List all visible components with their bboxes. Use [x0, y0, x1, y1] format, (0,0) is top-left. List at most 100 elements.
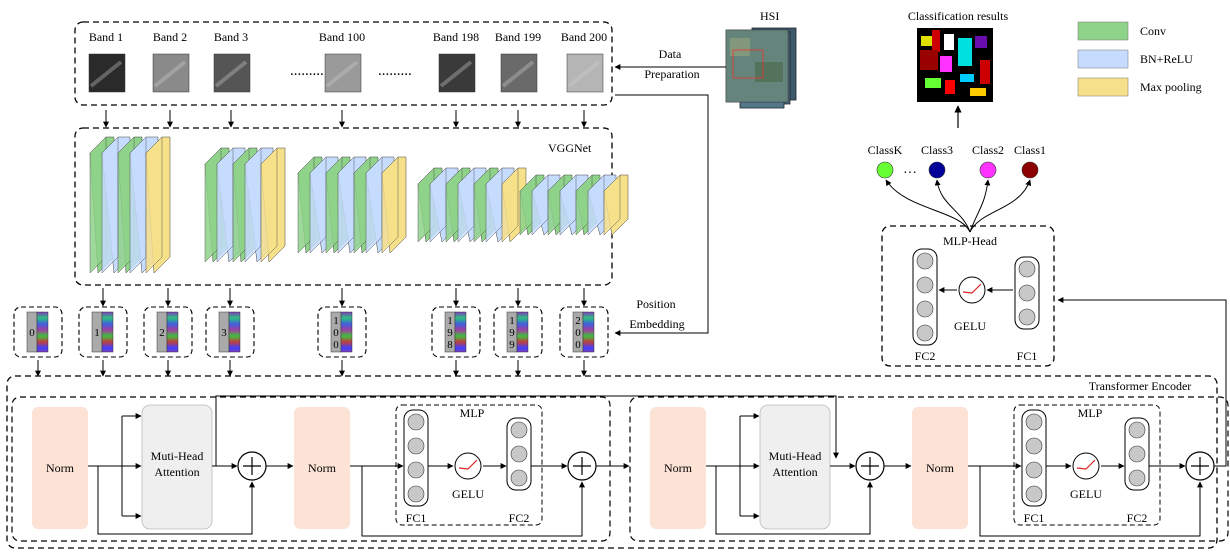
encoder-block: [11, 396, 611, 542]
band-label: Band 200: [561, 30, 607, 44]
norm-layer: [912, 407, 968, 529]
mlp-label: MLP: [460, 406, 485, 420]
legend-label: Max pooling: [1140, 80, 1202, 94]
token-box: [431, 306, 481, 358]
neuron: [1018, 308, 1036, 326]
position-embedding-line1: Position: [636, 297, 675, 311]
vgg-label: VGGNet: [548, 141, 592, 155]
token-box: [317, 306, 367, 358]
token-index-digit: 0: [575, 327, 581, 339]
mlp-head-gelu: GELU: [954, 319, 986, 333]
token-to-encoder-arrows: [35, 360, 587, 377]
mlp-box: [395, 404, 543, 526]
feature-vector: [36, 311, 49, 353]
norm-label: Norm: [308, 461, 337, 475]
neuron: [1025, 485, 1043, 503]
neuron: [1025, 461, 1043, 479]
norm-label: Norm: [46, 461, 75, 475]
token-box: [78, 306, 128, 358]
token-index-digit: 1: [509, 315, 515, 327]
token-index-digit: 0: [575, 339, 581, 351]
fc-layer: [912, 248, 938, 346]
position-embedding-arrow: [614, 94, 709, 336]
neuron: [407, 413, 425, 431]
norm-label: Norm: [926, 461, 955, 475]
band-texture: [214, 60, 248, 88]
neuron: [510, 445, 528, 463]
mlp-fc2-label: FC2: [1127, 511, 1148, 525]
neuron: [407, 461, 425, 479]
band-image: [566, 53, 604, 93]
mlp-head-layers: [912, 248, 1040, 346]
feature-vector: [340, 311, 353, 353]
gelu-icon: [958, 276, 986, 304]
gelu-curve: [1076, 459, 1096, 470]
band-image: [324, 53, 362, 93]
neuron: [1018, 260, 1036, 278]
neuron: [916, 276, 934, 294]
class-node: [928, 161, 946, 179]
vgg-slab-side: [309, 156, 327, 254]
token-index-digit: 1: [333, 315, 339, 327]
encoder-block: [629, 396, 1229, 542]
mlp-head-fc2: FC2: [915, 349, 936, 363]
mlp-box: [1013, 404, 1161, 526]
band-texture: [325, 60, 359, 88]
neuron: [1025, 413, 1043, 431]
data-prep-line1: Data: [659, 47, 682, 61]
neuron: [1128, 421, 1146, 439]
token-box: [559, 306, 609, 358]
token-index-digit: 9: [509, 327, 515, 339]
mlp-head-title: MLP-Head: [943, 234, 997, 248]
gelu-curve: [962, 283, 982, 294]
feature-vector: [454, 311, 467, 353]
neuron: [510, 469, 528, 487]
transformer-encoder-box: [6, 375, 1218, 549]
band-texture: [153, 60, 187, 88]
band-texture: [89, 60, 123, 88]
band-image: [152, 53, 190, 93]
feature-vector: [101, 311, 114, 353]
norm-layer: [294, 407, 350, 529]
token-box: [13, 306, 63, 358]
legend-label: Conv: [1140, 24, 1166, 38]
feature-vector: [166, 311, 179, 353]
class-node: [979, 161, 997, 179]
gelu-icon: [454, 452, 482, 480]
band-label: Band 2: [153, 30, 187, 44]
gelu-curve: [458, 459, 478, 470]
band-texture: [501, 60, 535, 88]
mlp-gelu-label: GELU: [1070, 487, 1102, 501]
neuron: [1128, 469, 1146, 487]
band-label: Band 1: [89, 30, 123, 44]
class-node: [1021, 161, 1039, 179]
attention-label-line1: Muti-Head: [151, 449, 204, 463]
norm-layer: [32, 407, 88, 529]
residual-connection: [979, 466, 1203, 537]
vgg-slab-side: [244, 147, 262, 263]
attention-label-line1: Muti-Head: [769, 449, 822, 463]
vgg-slab-side: [603, 174, 621, 236]
vgg-slab-side: [337, 156, 355, 254]
vgg-slab-side: [501, 167, 519, 243]
band-label: Band 198: [433, 30, 479, 44]
neuron: [916, 252, 934, 270]
neuron: [407, 437, 425, 455]
mlp-head-box: [881, 225, 1055, 367]
gelu-icon: [1072, 452, 1100, 480]
token-index-digit: 9: [509, 339, 515, 351]
vgg-slab-side: [365, 156, 383, 254]
norm-label: Norm: [664, 461, 693, 475]
mlp-gelu-label: GELU: [452, 487, 484, 501]
bands-ellipsis-2: .........: [378, 63, 412, 79]
token-index-digit: 8: [447, 339, 453, 351]
residual-connection: [97, 466, 255, 535]
mlp-label: MLP: [1078, 406, 1103, 420]
encoder-title: Transformer Encoder: [1089, 379, 1192, 393]
neuron: [1128, 445, 1146, 463]
